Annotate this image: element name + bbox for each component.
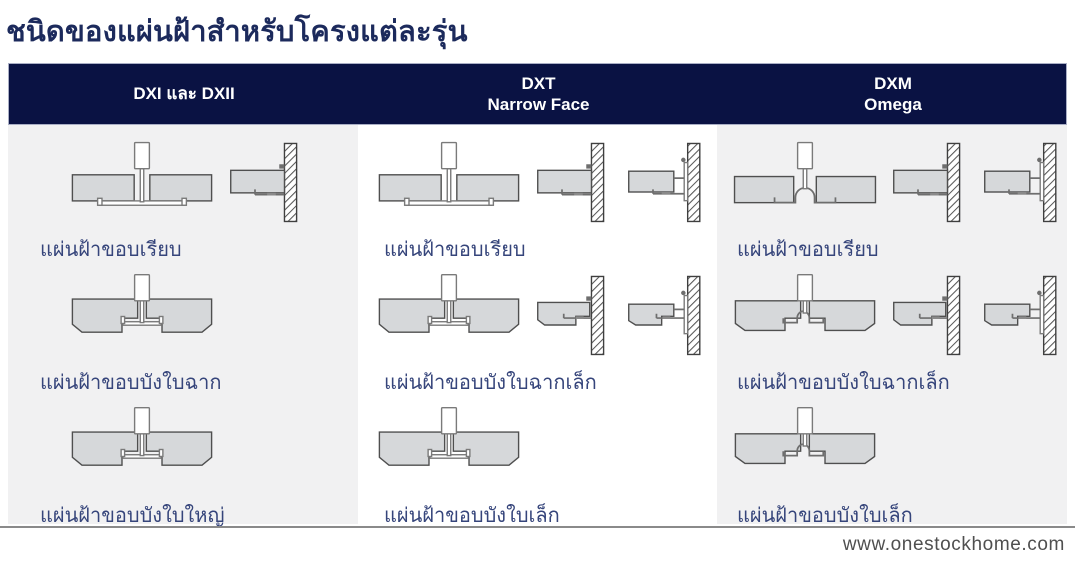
diagram-tee-rebate: [378, 407, 520, 466]
diagram-tee-flat: [71, 141, 213, 206]
header-line: Omega: [864, 95, 922, 114]
diagram-group: [8, 273, 358, 365]
panel-type-label: แผ่นฝ้าขอบบังใบเล็ก: [384, 505, 560, 527]
column-header-dxt: DXT Narrow Face: [359, 64, 718, 124]
header-line: DXI และ DXII: [133, 84, 235, 104]
diagram-group: [8, 406, 358, 498]
panel-type-label: แผ่นฝ้าขอบบังใบฉากเล็ก: [384, 372, 597, 394]
header-line: DXT: [521, 73, 556, 93]
website-url: www.onestockhome.com: [842, 534, 1065, 555]
diagram-wall-rebate-gap: [627, 275, 701, 356]
diagram-tee-rebate: [71, 407, 213, 466]
diagram-tee-rebate: [71, 274, 213, 333]
panel-type-label: แผ่นฝ้าขอบบังใบเล็ก: [737, 505, 913, 527]
cell-dxt-small-square-rebate: แผ่นฝ้าขอบบังใบฉากเล็ก: [358, 258, 717, 394]
panel-type-label: แผ่นฝ้าขอบเรียบ: [40, 239, 182, 261]
page-title: ชนิดของแผ่นฝ้าสำหรับโครงแต่ละรุ่น: [6, 16, 468, 48]
cell-dxm-small-rebate: แผ่นฝ้าขอบบังใบเล็ก: [717, 391, 1067, 527]
diagram-group: [358, 273, 717, 365]
diagram-wall-flat-gap: [627, 142, 701, 223]
panel-type-label: แผ่นฝ้าขอบบังใบฉาก: [40, 372, 222, 394]
diagram-wall-rebate: [536, 275, 605, 356]
panel-types-table: DXI และ DXII DXT Narrow Face DXM Omega แ…: [8, 63, 1067, 527]
column-header-dxi-dxii: DXI และ DXII: [9, 64, 359, 124]
column-dxm: แผ่นฝ้าขอบเรียบ แผ่นฝ้าขอบบังใบฉากเล็ก แ…: [717, 125, 1067, 527]
column-dxi-dxii: แผ่นฝ้าขอบเรียบ แผ่นฝ้าขอบบังใบฉาก แผ่นฝ…: [8, 125, 358, 527]
diagram-wall-rebate: [892, 275, 961, 356]
bottom-divider: [0, 526, 1075, 528]
header-line: Narrow Face: [487, 95, 590, 114]
diagram-group: [717, 273, 1067, 365]
cell-dxt-flat: แผ่นฝ้าขอบเรียบ: [358, 125, 717, 261]
column-dxt: แผ่นฝ้าขอบเรียบ แผ่นฝ้าขอบบังใบฉากเล็ก แ…: [358, 125, 717, 527]
diagram-omega-flat: [733, 141, 877, 204]
cell-dxm-flat: แผ่นฝ้าขอบเรียบ: [717, 125, 1067, 261]
diagram-wall-rebate-gap: [983, 275, 1057, 356]
cell-dxi-rebate: แผ่นฝ้าขอบบังใบฉาก: [8, 258, 358, 394]
column-header-dxm: DXM Omega: [718, 64, 1068, 124]
diagram-tee-rebate: [378, 274, 520, 333]
diagram-tee-flat: [378, 141, 520, 206]
diagram-group: [358, 140, 717, 232]
diagram-wall-flat: [229, 142, 298, 223]
diagram-group: [717, 406, 1067, 498]
diagram-group: [8, 140, 358, 232]
diagram-wall-flat: [536, 142, 605, 223]
cell-dxi-flat: แผ่นฝ้าขอบเรียบ: [8, 125, 358, 261]
diagram-wall-flat: [892, 142, 961, 223]
table-header-row: DXI และ DXII DXT Narrow Face DXM Omega: [8, 63, 1067, 125]
cell-dxi-large-rebate: แผ่นฝ้าขอบบังใบใหญ่: [8, 391, 358, 527]
panel-type-label: แผ่นฝ้าขอบเรียบ: [737, 239, 879, 261]
diagram-omega-rebate: [734, 406, 876, 465]
cell-dxm-small-square-rebate: แผ่นฝ้าขอบบังใบฉากเล็ก: [717, 258, 1067, 394]
cell-dxt-small-rebate: แผ่นฝ้าขอบบังใบเล็ก: [358, 391, 717, 527]
diagram-group: [358, 406, 717, 498]
panel-type-label: แผ่นฝ้าขอบเรียบ: [384, 239, 526, 261]
diagram-group: [717, 140, 1067, 232]
panel-type-label: แผ่นฝ้าขอบบังใบฉากเล็ก: [737, 372, 950, 394]
header-line: DXM: [874, 73, 912, 93]
diagram-omega-rebate: [734, 273, 876, 332]
table-body: แผ่นฝ้าขอบเรียบ แผ่นฝ้าขอบบังใบฉาก แผ่นฝ…: [8, 125, 1067, 527]
panel-type-label: แผ่นฝ้าขอบบังใบใหญ่: [40, 505, 225, 527]
diagram-wall-flat-gap: [983, 142, 1057, 223]
